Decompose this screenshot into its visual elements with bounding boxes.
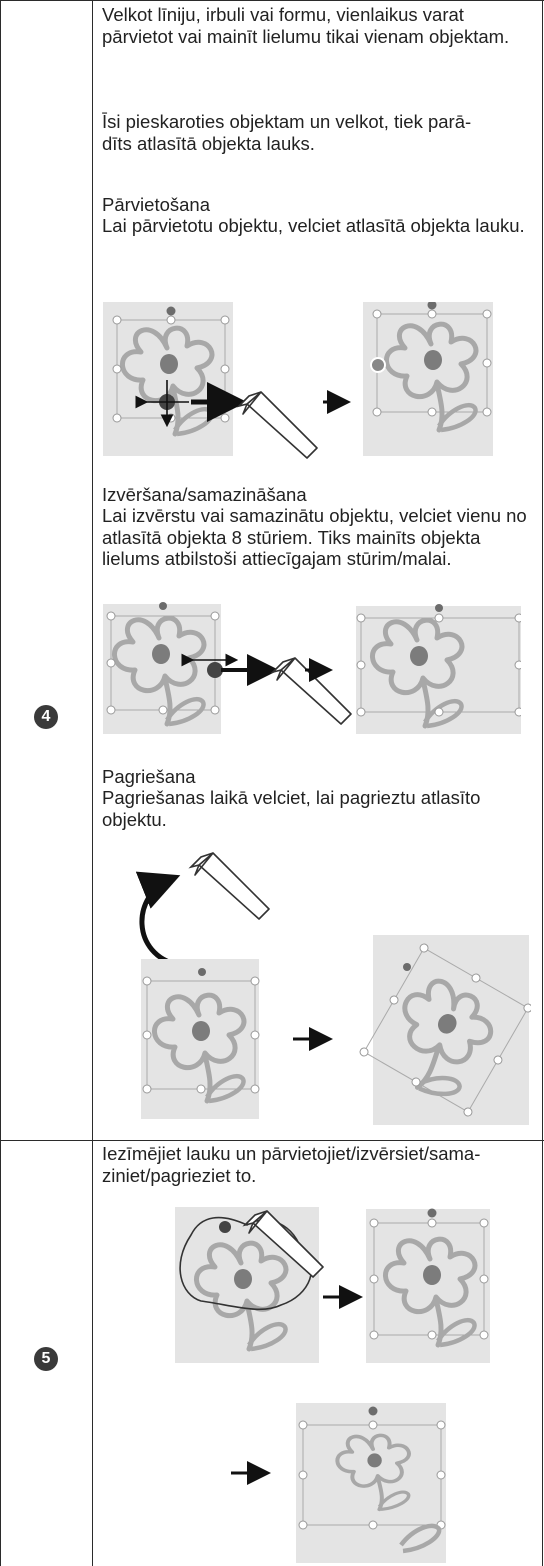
step-5-text: Iezīmējiet lauku un pārvietojiet/izvērsi… bbox=[102, 1143, 532, 1186]
table-top-border bbox=[1, 0, 544, 1]
step-4-touch-text: Īsi pieskaroties objektam un velkot, tie… bbox=[102, 111, 532, 154]
rotate-figure bbox=[101, 835, 531, 1135]
resize-figure bbox=[101, 600, 521, 740]
rotate-text: Pagriešanas laikā velciet, lai pagrieztu… bbox=[102, 787, 532, 830]
lasso-resize-figure bbox=[201, 1395, 541, 1565]
rotate-heading: Pagriešana bbox=[102, 766, 532, 788]
step-5-number: 5 bbox=[34, 1347, 58, 1371]
move-figure bbox=[101, 302, 521, 462]
row-divider bbox=[1, 1140, 544, 1141]
lasso-result-figure bbox=[366, 1205, 496, 1365]
move-text: Lai pārvietotu objektu, velciet atlasītā… bbox=[102, 215, 532, 237]
step-4-number: 4 bbox=[34, 705, 58, 729]
resize-heading: Izvēršana/samazināšana bbox=[102, 484, 532, 506]
resize-text: Lai izvērstu vai samazinātu objektu, vel… bbox=[102, 505, 540, 570]
column-divider bbox=[92, 0, 93, 1566]
step-4-intro: Velkot līniju, irbuli vai formu, vienlai… bbox=[102, 4, 532, 47]
move-heading: Pārvietošana bbox=[102, 194, 532, 216]
